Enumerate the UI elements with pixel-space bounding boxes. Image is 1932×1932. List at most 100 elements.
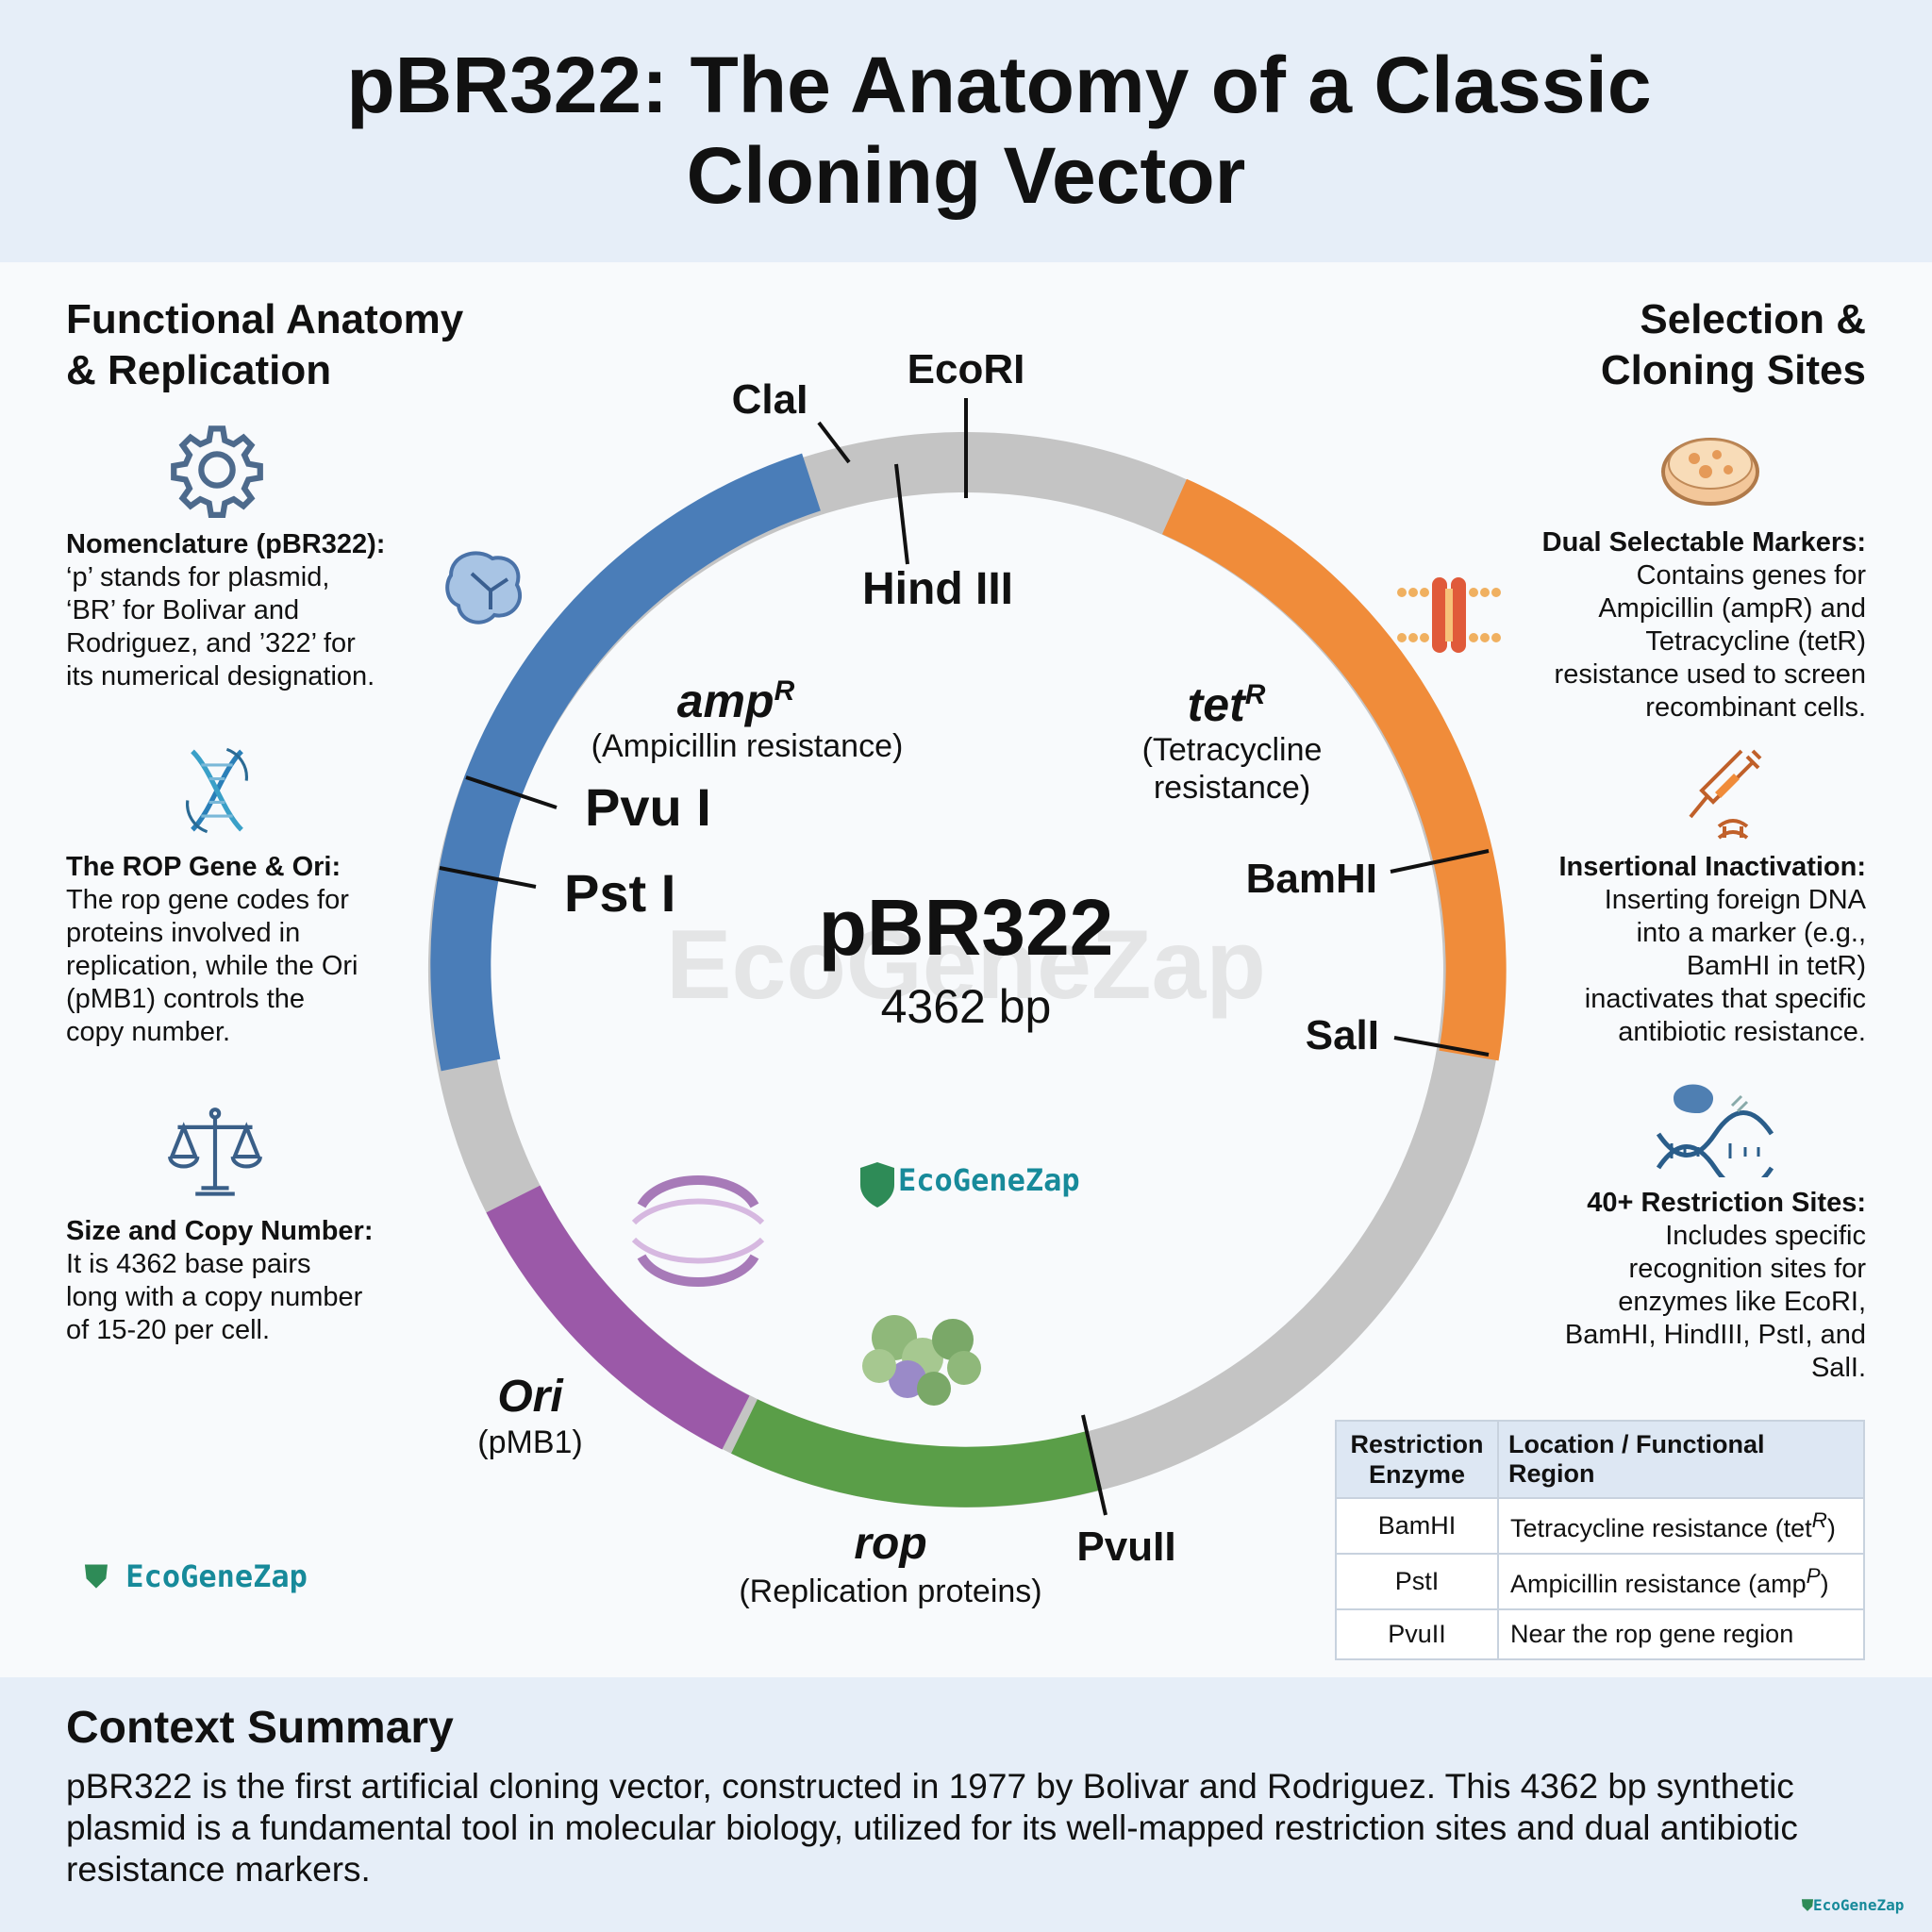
panel-line: copy number.: [66, 1017, 231, 1047]
site-label-psti: Pst I: [564, 863, 675, 923]
psti-site-line: [439, 866, 537, 889]
restriction-sites-panel: 40+ Restriction Sites: Includes specific…: [1489, 1187, 1866, 1385]
panel-title: Nomenclature (pBR322):: [66, 529, 386, 559]
rop-gene-desc: (Replication proteins): [739, 1574, 1041, 1609]
plasmid-size: 4362 bp: [881, 980, 1052, 1033]
panel-line: proteins involved in: [66, 918, 301, 948]
panel-line: into a marker (e.g.,: [1636, 918, 1866, 948]
table-row: BamHI Tetracycline resistance (tetR): [1335, 1497, 1865, 1555]
insertional-inactivation-panel: Insertional Inactivation: Inserting fore…: [1489, 851, 1867, 1049]
summary-line: plasmid is a fundamental tool in molecul…: [66, 1808, 1798, 1847]
table-header-region: Location / Functional Region: [1497, 1420, 1865, 1499]
tet-gene-desc-line-2: resistance): [1154, 770, 1310, 806]
panel-line: Contains genes for: [1636, 560, 1866, 591]
table-cell-enzyme: BamHI: [1335, 1497, 1499, 1555]
protein-structure-icon: [445, 551, 522, 625]
table-cell-region: Tetracycline resistance (tetR): [1497, 1497, 1865, 1555]
tet-gene-label: tetR: [1188, 678, 1266, 731]
ori-gene-arc: [486, 1185, 750, 1450]
panel-line: of 15-20 per cell.: [66, 1315, 271, 1345]
gear-icon: [171, 425, 263, 518]
panel-line: BamHI in tetR): [1686, 951, 1866, 981]
restriction-enzyme-table: Restriction Enzyme Location / Functional…: [1335, 1420, 1865, 1660]
panel-line: Rodriguez, and ’322’ for: [66, 628, 356, 658]
left-heading-line-1: Functional Anatomy: [66, 296, 464, 342]
panel-line: replication, while the Ori: [66, 951, 358, 981]
size-copy-panel: Size and Copy Number: It is 4362 base pa…: [66, 1215, 443, 1347]
brand-logo-footer: ⛊EcoGeneZap: [1802, 1896, 1904, 1915]
dna-helix-icon: [186, 747, 248, 834]
center-watermark: EcoGeneZap: [666, 910, 1266, 1020]
hindiii-site-line: [894, 463, 909, 565]
amp-gene-arc: [430, 453, 821, 1072]
table-header-enzyme: Restriction Enzyme: [1335, 1420, 1499, 1499]
panel-line: Inserting foreign DNA: [1604, 885, 1866, 915]
site-label-sali: SalI: [1306, 1012, 1379, 1058]
rop-ori-panel: The ROP Gene & Ori: The rop gene codes f…: [66, 851, 443, 1049]
panel-line: recognition sites for: [1628, 1254, 1866, 1284]
panel-line: recombinant cells.: [1645, 692, 1866, 723]
table-header-row: Restriction Enzyme Location / Functional…: [1335, 1420, 1865, 1499]
summary-line: pBR322 is the first artificial cloning v…: [66, 1767, 1794, 1806]
footer-band: [0, 1677, 1932, 1932]
panel-line: its numerical designation.: [66, 661, 375, 691]
membrane-transporter-icon: [1397, 577, 1501, 653]
right-heading-line-1: Selection &: [1640, 296, 1866, 342]
page-title: pBR322: The Anatomy of a Classic Cloning…: [0, 40, 1932, 221]
table-cell-region: Ampicillin resistance (ampP): [1497, 1553, 1865, 1610]
panel-line: The rop gene codes for: [66, 885, 349, 915]
leaf-shield-icon: ⛊: [85, 1558, 108, 1594]
panel-line: Ampicillin (ampR) and: [1598, 593, 1866, 624]
pvuii-site-line: [1081, 1414, 1108, 1516]
right-heading-line-2: Cloning Sites: [1600, 347, 1866, 393]
rop-protein-icon: [862, 1315, 981, 1406]
title-line-2: Cloning Vector: [686, 131, 1246, 220]
balance-scale-icon: [168, 1108, 262, 1196]
site-label-clai: ClaI: [732, 376, 808, 423]
left-section-heading: Functional Anatomy & Replication: [66, 294, 463, 396]
panel-line: Includes specific: [1665, 1221, 1866, 1251]
site-label-ecori: EcoRI: [908, 346, 1025, 392]
petri-dish-icon: [1661, 438, 1759, 506]
rop-gene-arc: [731, 1399, 1103, 1507]
amp-gene-label: ampR: [677, 675, 795, 727]
panel-line: enzymes like EcoRI,: [1618, 1287, 1866, 1317]
brand-name: EcoGeneZap: [1813, 1896, 1905, 1914]
right-section-heading: Selection & Cloning Sites: [1601, 294, 1866, 396]
table-cell-enzyme: PvuII: [1335, 1608, 1499, 1660]
ori-gene-desc: (pMB1): [477, 1424, 582, 1460]
nomenclature-panel: Nomenclature (pBR322): ‘p’ stands for pl…: [66, 528, 443, 693]
panel-title: The ROP Gene & Ori:: [66, 852, 341, 882]
restriction-enzyme-icon: [1656, 1084, 1774, 1177]
panel-line: long with a copy number: [66, 1282, 363, 1312]
panel-line: It is 4362 base pairs: [66, 1249, 311, 1279]
ori-gene-label: Ori: [497, 1372, 564, 1422]
summary-text: pBR322 is the first artificial cloning v…: [66, 1766, 1877, 1890]
plasmid-name: pBR322: [819, 883, 1114, 972]
amp-gene-desc: (Ampicillin resistance): [591, 728, 904, 764]
tet-gene-arc: [1161, 478, 1507, 1061]
panel-line: (pMB1) controls the: [66, 984, 306, 1014]
center-brand-logo: EcoGeneZap: [860, 1162, 1080, 1208]
syringe-icon: [1689, 749, 1762, 840]
left-heading-line-2: & Replication: [66, 347, 332, 393]
panel-line: BamHI, HindIII, PstI, and: [1564, 1320, 1866, 1350]
tet-gene-desc-line-1: (Tetracycline: [1142, 732, 1323, 768]
panel-line: ‘p’ stands for plasmid,: [66, 562, 330, 592]
panel-line: Tetracycline (tetR): [1645, 626, 1866, 657]
panel-line: SalI.: [1810, 1353, 1866, 1383]
pvui-site-line: [465, 775, 558, 809]
table-cell-enzyme: PstI: [1335, 1553, 1499, 1610]
panel-line: ‘BR’ for Bolivar and: [66, 595, 300, 625]
table-row: PstI Ampicillin resistance (ampP): [1335, 1553, 1865, 1610]
brand-logo-left: ⛊ EcoGeneZap: [85, 1558, 308, 1595]
dual-markers-panel: Dual Selectable Markers: Contains genes …: [1451, 526, 1866, 724]
table-cell-region: Near the rop gene region: [1497, 1608, 1865, 1660]
panel-line: resistance used to screen: [1554, 659, 1866, 690]
brand-name: EcoGeneZap: [125, 1558, 308, 1594]
summary-line: resistance markers.: [66, 1850, 371, 1889]
ori-replication-icon: [631, 1175, 765, 1287]
svg-text:EcoGeneZap: EcoGeneZap: [898, 1162, 1080, 1198]
header-band: [0, 0, 1932, 262]
